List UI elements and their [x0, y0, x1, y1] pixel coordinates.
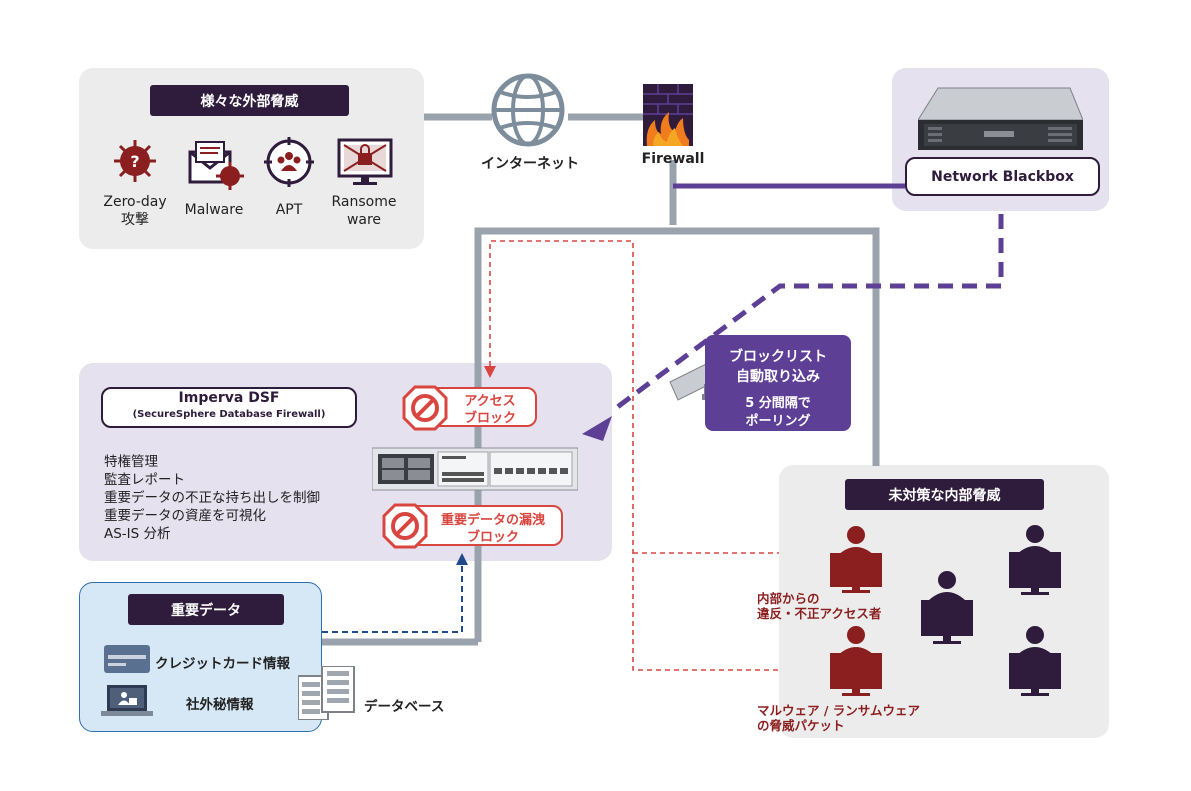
- external-threats-title: 様々な外部脅威: [150, 85, 349, 116]
- database-server-icon: [298, 666, 355, 720]
- globe-icon: [491, 73, 565, 147]
- blocklist-polling-line2: ポーリング: [745, 414, 811, 429]
- malware-packet-label: マルウェア / ランサムウェア の脅威パケット: [757, 703, 921, 733]
- internal-threats-title: 未対策な内部脅威: [845, 479, 1044, 510]
- mail-malware-icon: [188, 141, 244, 190]
- data-title: 重要データ: [128, 594, 284, 625]
- feature-item: 重要データの不正な持ち出しを制御: [104, 490, 320, 506]
- confidential-label: 社外秘情報: [186, 697, 254, 713]
- svg-text:?: ?: [130, 152, 139, 171]
- person-monitor-icon: [830, 626, 882, 696]
- credit-card-label: クレジットカード情報: [155, 656, 290, 672]
- leak-block-line2: ブロック: [466, 530, 519, 545]
- leak-block-badge: [403, 505, 563, 546]
- person-monitor-icon: [830, 526, 882, 593]
- threat-label-malware: Malware: [184, 202, 244, 218]
- target-people-icon: [264, 137, 314, 187]
- imperva-appliance-icon: [372, 447, 578, 491]
- access-block-line1: アクセス: [464, 394, 516, 409]
- blackbox-server-icon: [918, 87, 1083, 150]
- blocklist-title-line2: 自動取り込み: [736, 369, 820, 385]
- blackbox-label: Network Blackbox: [905, 157, 1100, 196]
- confidential-laptop-icon: [101, 685, 153, 716]
- insider-label: 内部からの 違反・不正アクセス者: [757, 591, 882, 621]
- prohibited-icon: [382, 503, 428, 549]
- lock-monitor-icon: [337, 138, 393, 185]
- firewall-label: Firewall: [641, 151, 705, 167]
- imperva-subtitle: (SecureSphere Database Firewall): [132, 409, 326, 420]
- feature-item: AS-IS 分析: [104, 526, 171, 542]
- threat-label-zeroday: Zero-day 攻撃: [103, 194, 167, 228]
- prohibited-icon: [402, 385, 448, 431]
- person-monitor-icon: [1009, 525, 1061, 595]
- blue-arrowhead: [456, 553, 468, 565]
- imperva-title: Imperva DSF: [178, 390, 280, 406]
- imperva-feature-list: 特権管理 監査レポート 重要データの不正な持ち出しを制御 重要データの資産を可視…: [104, 453, 320, 543]
- red-arrowhead: [484, 366, 496, 378]
- imperva-title-box: [101, 387, 357, 428]
- purple-arrowhead: [582, 416, 612, 441]
- feature-item: 監査レポート: [104, 472, 185, 488]
- virus-icon: ?: [114, 140, 156, 182]
- access-block-line2: ブロック: [463, 411, 516, 426]
- internet-label: インターネット: [481, 156, 579, 172]
- blocklist-box: [705, 335, 851, 431]
- blocklist-polling-line1: 5 分間隔で: [745, 396, 811, 411]
- feature-item: 重要データの資産を可視化: [104, 508, 266, 524]
- feature-item: 特権管理: [104, 454, 158, 470]
- credit-card-icon: [104, 645, 150, 673]
- database-label: データベース: [364, 699, 445, 715]
- firewall-icon: [643, 84, 693, 146]
- blocklist-title-line1: ブロックリスト: [729, 349, 827, 365]
- threat-label-ransomware: Ransome ware: [331, 194, 397, 228]
- leak-block-line1: 重要データの漏洩: [440, 513, 545, 528]
- threat-label-apt: APT: [275, 202, 303, 218]
- person-monitor-icon: [921, 571, 973, 644]
- person-monitor-icon: [1009, 626, 1061, 696]
